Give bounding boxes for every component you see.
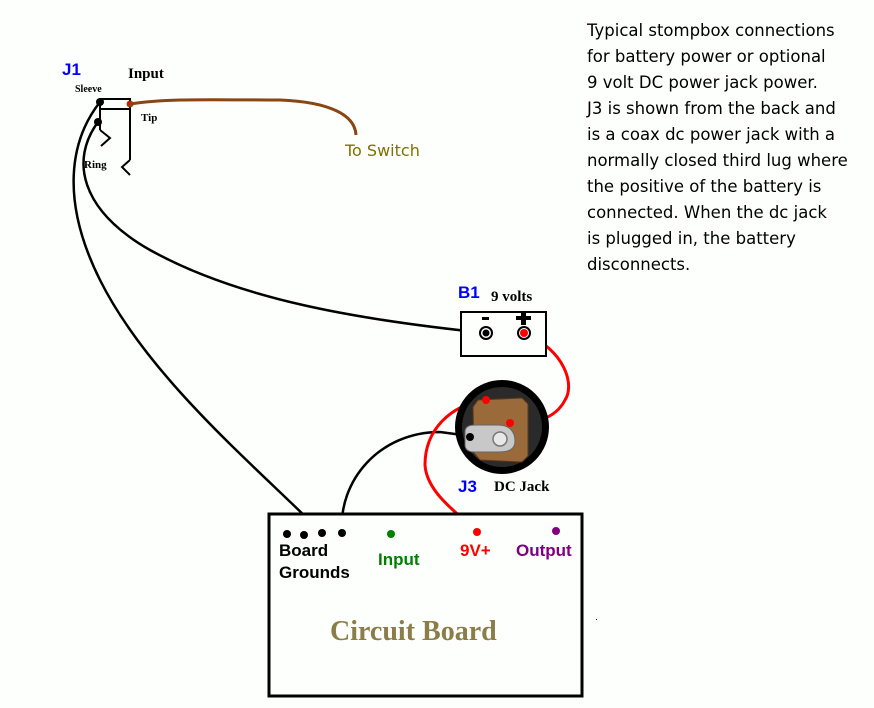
j1-ref-label: J1 bbox=[62, 60, 81, 79]
j1-sleeve-bar bbox=[99, 98, 131, 110]
description-text: Typical stompbox connections for battery… bbox=[587, 21, 848, 274]
b1-battery: B1 9 volts bbox=[458, 283, 547, 357]
j1-input-jack: J1 Input Sleeve Tip Ring bbox=[62, 60, 164, 176]
wire-sleeve-to-ground bbox=[72, 101, 323, 534]
to-switch-label: To Switch bbox=[344, 141, 420, 160]
j3-title-label: DC Jack bbox=[494, 479, 550, 495]
circuit-board-title: Circuit Board bbox=[330, 616, 497, 647]
board-grounds-label-line1: Board bbox=[279, 541, 328, 560]
ground-pad-4 bbox=[338, 529, 346, 537]
circuit-board-outline bbox=[267, 512, 584, 698]
wire-ring-to-battery-negative bbox=[82, 121, 487, 335]
board-output-label: Output bbox=[516, 541, 572, 560]
j1-jack-symbol bbox=[99, 98, 131, 176]
j1-ring-contact bbox=[99, 129, 112, 147]
b1-minus-sign bbox=[482, 317, 489, 320]
ground-pad-3 bbox=[318, 529, 326, 537]
j3-dc-jack: J3 DC Jack bbox=[455, 380, 550, 496]
input-pad bbox=[387, 530, 395, 538]
board-9v-label: 9V+ bbox=[460, 541, 491, 560]
j3-center-lug-solder bbox=[506, 419, 514, 427]
j3-switch-lug-solder bbox=[482, 396, 490, 404]
b1-plus-sign bbox=[516, 311, 531, 325]
output-pad bbox=[552, 527, 560, 535]
j3-ref-label: J3 bbox=[458, 477, 477, 496]
b1-battery-body bbox=[460, 311, 547, 357]
j3-center-pin bbox=[492, 431, 508, 447]
j1-tip-label: Tip bbox=[141, 112, 157, 124]
stray-pixel bbox=[596, 619, 597, 620]
j1-ring-label: Ring bbox=[84, 159, 107, 171]
j1-tip-contact bbox=[120, 159, 131, 176]
j3-ground-lug-solder bbox=[466, 433, 474, 441]
j1-sleeve-label: Sleeve bbox=[75, 84, 102, 95]
ground-pad-1 bbox=[283, 530, 291, 538]
board-grounds-label-line2: Grounds bbox=[279, 563, 350, 582]
board-input-label: Input bbox=[378, 550, 420, 569]
b1-title-label: 9 volts bbox=[491, 289, 532, 305]
ground-pad-2 bbox=[300, 531, 308, 539]
b1-ref-label: B1 bbox=[458, 283, 480, 302]
wire-tip-to-switch bbox=[129, 98, 358, 136]
j1-tip-lug-highlight bbox=[127, 101, 131, 105]
j1-title-label: Input bbox=[128, 66, 164, 82]
circuit-board: Board Grounds Input 9V+ Output Circuit B… bbox=[267, 512, 584, 698]
9v-pad bbox=[473, 528, 481, 536]
